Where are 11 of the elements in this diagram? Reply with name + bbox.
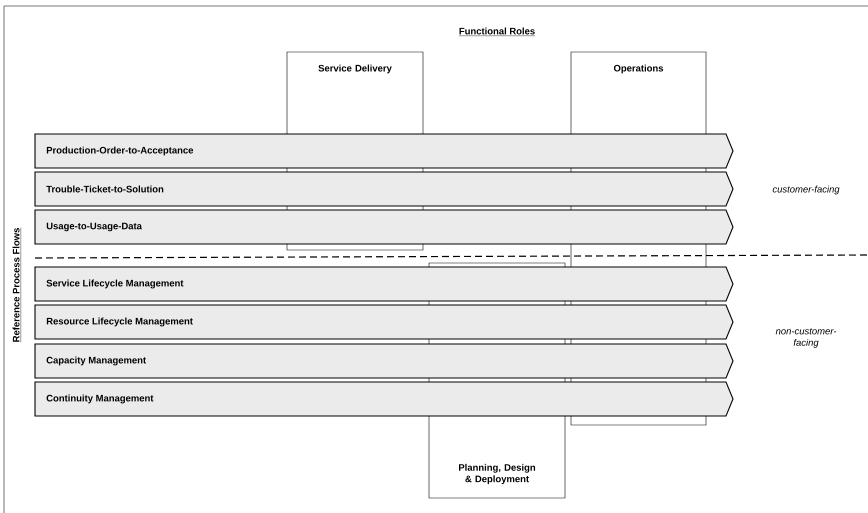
- diagram-title: Functional Roles: [458, 28, 536, 36]
- process-band: Continuity Management: [34, 381, 734, 417]
- region-label: non-customer-facing: [776, 328, 836, 348]
- process-band: Trouble-Ticket-to-Solution: [34, 171, 734, 207]
- process-band: Capacity Management: [34, 343, 734, 379]
- process-band: Usage-to-Usage-Data: [34, 209, 734, 245]
- region-label: customer-facing: [772, 186, 840, 194]
- axis-label: Reference Process Flows: [12, 227, 22, 343]
- process-band: Service Lifecycle Management: [34, 266, 734, 302]
- process-band: Resource Lifecycle Management: [34, 304, 734, 340]
- process-band: Production-Order-to-Acceptance: [34, 133, 734, 169]
